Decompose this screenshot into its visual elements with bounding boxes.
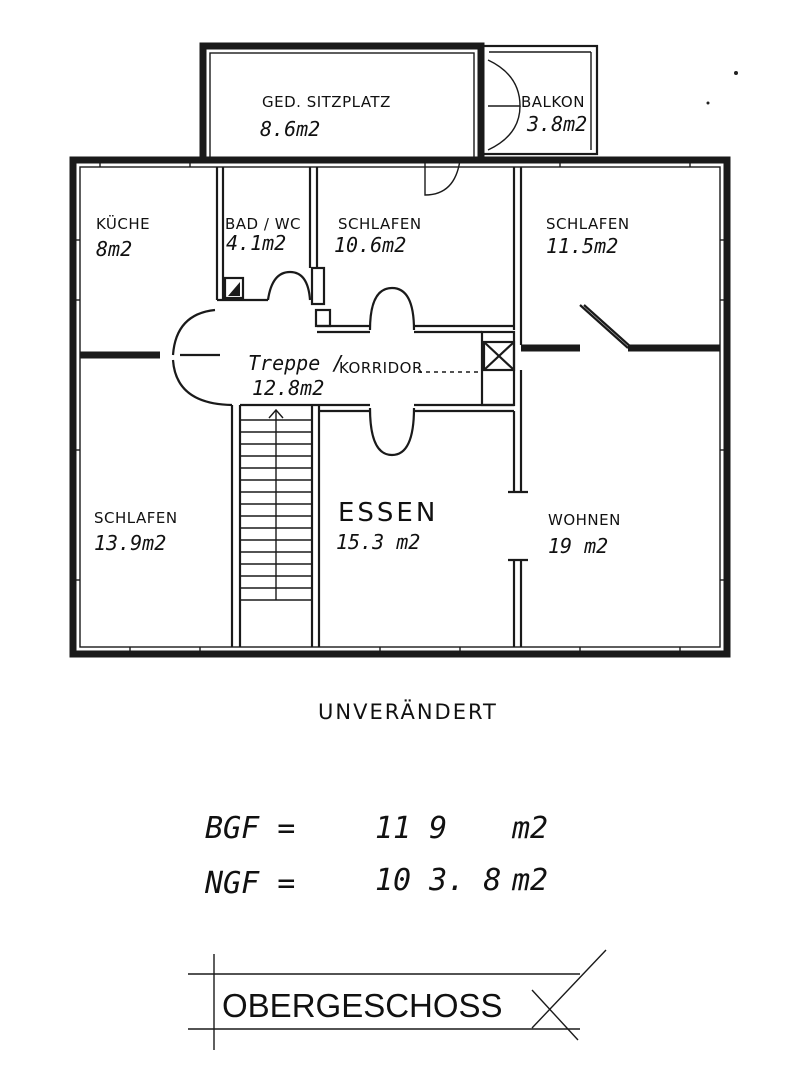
room-name-kueche: KÜCHE — [96, 214, 150, 233]
room-area-sitzplatz: 8.6m2 — [260, 117, 320, 141]
floor-title: OBERGESCHOSS — [222, 987, 503, 1024]
inner-walls — [80, 159, 720, 647]
terrace-block — [199, 42, 599, 164]
room-area-treppe: 12.8m2 — [252, 376, 324, 400]
floor-title-box: OBERGESCHOSS — [188, 949, 607, 1050]
unchanged-note: UNVERÄNDERT — [318, 699, 498, 724]
window-marks — [73, 160, 727, 654]
room-name-wohnen: WOHNEN — [548, 511, 621, 529]
room-name-schlafen-1: SCHLAFEN — [338, 215, 422, 233]
room-area-schlafen-1: 10.6m2 — [334, 233, 406, 257]
bgf-label: BGF = — [205, 811, 295, 846]
ngf-value: 10 3. 8 — [375, 863, 501, 898]
room-name-korridor: KORRIDOR — [339, 359, 423, 377]
bgf-unit: m2 — [511, 811, 548, 846]
ngf-unit: m2 — [511, 863, 548, 898]
room-name-treppe: Treppe / — [248, 351, 344, 375]
room-area-essen: 15.3 m2 — [336, 530, 420, 554]
room-area-schlafen-3: 13.9m2 — [94, 531, 166, 555]
bgf-value: 11 9 — [375, 811, 447, 846]
room-area-bad: 4.1m2 — [226, 231, 286, 255]
room-area-balkon: 3.8m2 — [526, 112, 587, 136]
stray-mark — [706, 101, 710, 105]
room-area-schlafen-2: 11.5m2 — [546, 234, 618, 258]
room-name-schlafen-2: SCHLAFEN — [546, 215, 630, 233]
room-name-sitzplatz: GED. SITZPLATZ — [262, 93, 391, 111]
stray-mark — [734, 71, 738, 75]
room-area-kueche: 8m2 — [96, 237, 132, 261]
stair-arrow — [268, 408, 284, 600]
room-name-bad: BAD / WC — [225, 215, 301, 233]
area-totals: BGF = 11 9 m2 NGF = 10 3. 8 m2 — [204, 811, 548, 901]
ngf-label: NGF = — [204, 866, 295, 901]
room-labels: GED. SITZPLATZ 8.6m2 BALKON 3.8m2 KÜCHE … — [94, 93, 630, 558]
room-name-balkon: BALKON — [521, 93, 585, 111]
room-name-schlafen-3: SCHLAFEN — [94, 509, 178, 527]
room-name-essen: ESSEN — [338, 498, 438, 528]
room-area-wohnen: 19 m2 — [548, 534, 608, 558]
